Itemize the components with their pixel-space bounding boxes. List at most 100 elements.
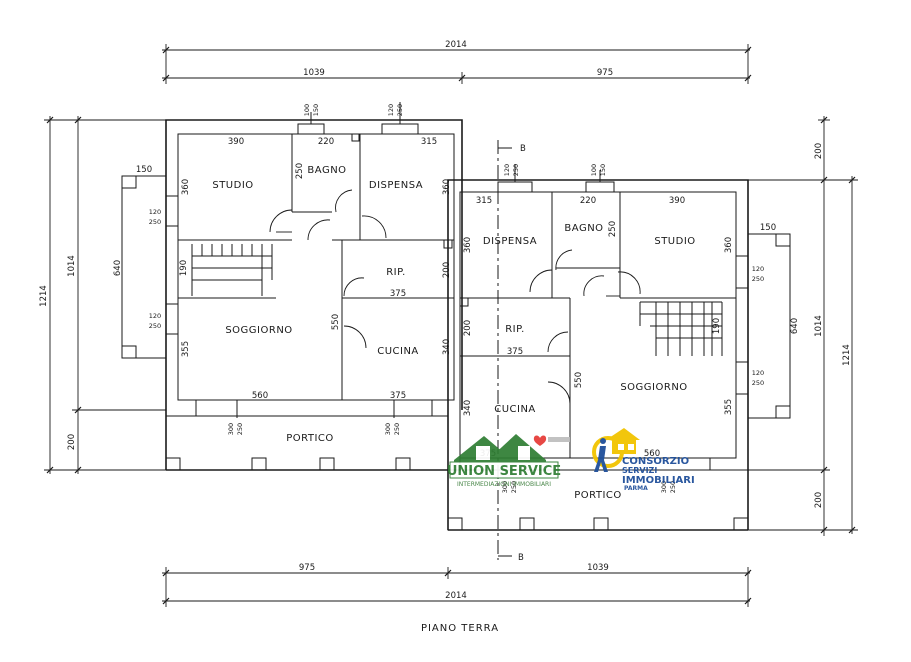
left-soggiorno-label: SOGGIORNO <box>225 325 292 336</box>
right-port-250b: 250 <box>669 481 677 493</box>
left-studio-label: STUDIO <box>212 180 253 191</box>
right-bagno-label: BAGNO <box>564 223 603 234</box>
right-dispensa-h: 360 <box>463 237 473 253</box>
right-sogg-w: 560 <box>644 449 660 459</box>
left-wall-550: 550 <box>331 314 341 330</box>
left-cucina-w: 375 <box>390 391 406 401</box>
left-cucina-h: 340 <box>442 339 452 355</box>
left-win-120a: 120 <box>149 208 161 216</box>
dim-left-outer: 1214 <box>39 285 49 307</box>
consorzio-line3: IMMOBILIARI <box>622 475 695 486</box>
right-cucina-label: CUCINA <box>494 404 536 415</box>
plan-title: PIANO TERRA <box>421 623 499 634</box>
right-bagno-w: 220 <box>580 196 596 206</box>
left-wing-640: 640 <box>113 260 123 276</box>
right-win-250a: 250 <box>752 275 764 283</box>
right-wing-640: 640 <box>790 318 800 334</box>
right-port-300a: 300 <box>501 481 509 493</box>
right-studio-h: 360 <box>724 237 734 253</box>
right-rip-w: 375 <box>507 347 523 357</box>
left-cucina-label: CUCINA <box>377 346 419 357</box>
dim-right-bottom: 200 <box>814 492 824 508</box>
left-rip-label: RIP. <box>386 267 406 278</box>
left-studio-w: 390 <box>228 137 244 147</box>
dim-left-porch: 200 <box>67 434 77 450</box>
right-dispensa-label: DISPENSA <box>483 236 537 247</box>
left-rip-h: 200 <box>442 262 452 278</box>
dim-bottom-right: 1039 <box>587 563 609 573</box>
dim-bottom-left: 975 <box>299 563 315 573</box>
dim-right-outer: 1214 <box>842 344 852 366</box>
left-sogg-h: 355 <box>181 341 191 357</box>
union-service-tagline: INTERMEDIAZIONI IMMOBILIARI <box>457 481 551 488</box>
left-bagno-label: BAGNO <box>307 165 346 176</box>
left-win-250b: 250 <box>149 322 161 330</box>
left-port-300b: 300 <box>384 423 392 435</box>
union-service-name: UNION SERVICE <box>447 464 561 479</box>
left-topwin-120: 120 <box>387 104 395 116</box>
right-win-120a: 120 <box>752 265 764 273</box>
left-wing-150: 150 <box>136 165 152 175</box>
dim-top-total: 2014 <box>445 40 467 50</box>
right-unit-walls <box>447 179 791 531</box>
left-dispensa-label: DISPENSA <box>369 180 423 191</box>
dim-top-left: 1039 <box>303 68 325 78</box>
dim-top-right: 975 <box>597 68 613 78</box>
left-bagno-w: 220 <box>318 137 334 147</box>
left-port-300a: 300 <box>227 423 235 435</box>
right-sogg-h: 355 <box>724 399 734 415</box>
right-stair-190: 190 <box>712 318 722 334</box>
left-topwin-150: 150 <box>312 104 320 116</box>
left-topwin-100: 100 <box>303 104 311 116</box>
consorzio-logo: CONSORZIO SERVIZI IMMOBILIARI PARMA <box>592 428 695 492</box>
right-portico-label: PORTICO <box>574 490 622 501</box>
left-win-120b: 120 <box>149 312 161 320</box>
left-stair-190: 190 <box>179 260 189 276</box>
right-bagno-h: 250 <box>608 221 618 237</box>
consorzio-line4: PARMA <box>624 485 648 492</box>
left-port-250b: 250 <box>393 423 401 435</box>
section-b-bottom: B <box>518 553 524 563</box>
right-wing-150: 150 <box>760 223 776 233</box>
left-bagno-h: 250 <box>295 163 305 179</box>
consorzio-line2: SERVIZI <box>622 466 657 475</box>
bottom-dimensions <box>162 567 752 607</box>
dim-right-top: 200 <box>814 143 824 159</box>
right-win-250b: 250 <box>752 379 764 387</box>
section-b-top: B <box>520 144 526 154</box>
right-dimensions <box>748 116 858 536</box>
left-port-250a: 250 <box>236 423 244 435</box>
dim-right-inner: 1014 <box>814 315 824 337</box>
left-portico-label: PORTICO <box>286 433 334 444</box>
right-port-300b: 300 <box>660 481 668 493</box>
left-unit-walls <box>121 119 463 471</box>
left-win-250a: 250 <box>149 218 161 226</box>
consorzio-line1: CONSORZIO <box>622 456 689 467</box>
right-port-250a: 250 <box>510 481 518 493</box>
left-rip-w: 375 <box>390 289 406 299</box>
left-dispensa-w: 315 <box>421 137 437 147</box>
right-soggiorno-label: SOGGIORNO <box>620 382 687 393</box>
left-sogg-w: 560 <box>252 391 268 401</box>
union-service-logo: UNION SERVICE INTERMEDIAZIONI IMMOBILIAR… <box>447 434 570 488</box>
left-dimensions <box>44 116 166 474</box>
top-dimensions <box>162 44 752 84</box>
right-topwin-120: 120 <box>503 164 511 176</box>
left-studio-h: 360 <box>181 179 191 195</box>
right-win-120b: 120 <box>752 369 764 377</box>
right-wall-550: 550 <box>574 372 584 388</box>
right-dispensa-w: 315 <box>476 196 492 206</box>
section-line-b <box>497 140 512 560</box>
right-rip-h: 200 <box>463 320 473 336</box>
right-cucina-h: 340 <box>463 400 473 416</box>
right-rip-label: RIP. <box>505 324 525 335</box>
right-studio-label: STUDIO <box>654 236 695 247</box>
dim-bottom-total: 2014 <box>445 591 467 601</box>
dim-left-inner: 1014 <box>67 255 77 277</box>
right-topwin-150: 150 <box>599 164 607 176</box>
right-studio-w: 390 <box>669 196 685 206</box>
right-topwin-100: 100 <box>590 164 598 176</box>
right-topwin-250: 250 <box>512 164 520 176</box>
left-dispensa-h: 360 <box>442 179 452 195</box>
